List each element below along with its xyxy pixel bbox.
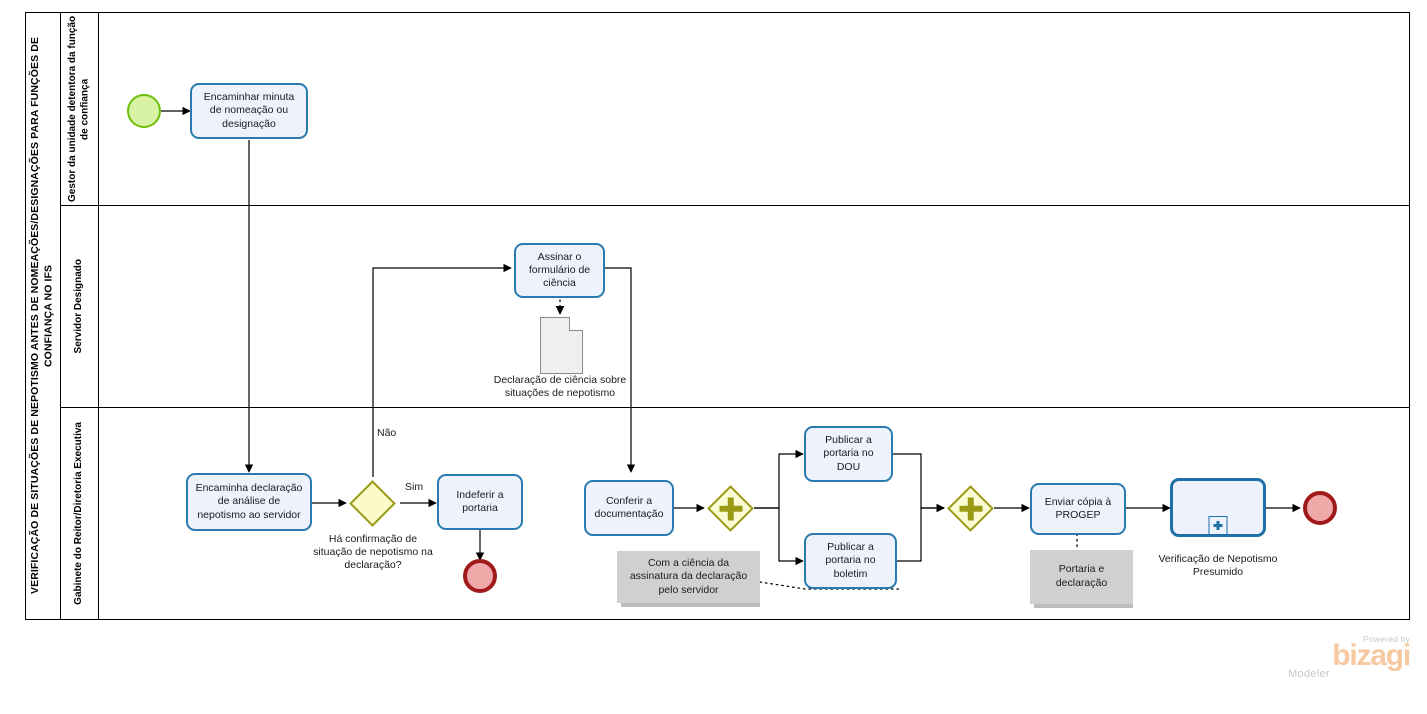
flow-label-sim: Sim (405, 481, 424, 493)
lane-title-gestor: Gestor da unidade detentora da função de… (61, 13, 99, 206)
task-enviar-copia-progep[interactable]: Enviar cópia à PROGEP (1030, 483, 1126, 535)
subprocess-verificacao-nepotismo[interactable] (1170, 478, 1266, 537)
annotation-ciencia-label: Com a ciência da assinatura da declaraçã… (629, 556, 748, 596)
exclusive-gateway-confirmacao-label: Há confirmação de situação de nepotismo … (313, 533, 433, 572)
expand-subprocess-icon[interactable] (1208, 516, 1228, 535)
exclusive-gateway-shape (349, 480, 396, 527)
end-event-indeferido[interactable] (463, 559, 497, 593)
subprocess-verificacao-nepotismo-label: Verificação de Nepotismo Presumido (1158, 553, 1278, 579)
data-object-declaracao-label: Declaração de ciência sobre situações de… (493, 374, 627, 400)
task-assinar-formulario-label: Assinar o formulário de ciência (528, 250, 591, 290)
bizagi-watermark: Powered by bizagi Modeler (1280, 634, 1411, 680)
start-event[interactable] (127, 94, 161, 128)
lane-body-gestor (99, 13, 1409, 206)
task-conferir-documentacao-label: Conferir a documentação (594, 494, 664, 520)
lane-body-servidor (99, 206, 1409, 408)
parallel-gateway-join[interactable] (947, 485, 994, 532)
plus-icon-vertical (727, 497, 734, 520)
pool-title-label: VERIFICAÇÃO DE SITUAÇÕES DE NEPOTISMO AN… (29, 37, 55, 595)
pool-title: VERIFICAÇÃO DE SITUAÇÕES DE NEPOTISMO AN… (26, 13, 61, 619)
annotation-portaria[interactable]: Portaria e declaração (1030, 550, 1133, 604)
exclusive-gateway-confirmacao[interactable] (349, 480, 396, 527)
parallel-gateway-split[interactable] (707, 485, 754, 532)
task-encaminhar-minuta[interactable]: Encaminhar minuta de nomeação ou designa… (190, 83, 308, 139)
document-fold-icon (569, 317, 583, 331)
task-indeferir-portaria-label: Indeferir a portaria (456, 488, 504, 514)
plus-icon-vertical (967, 497, 974, 520)
lane-label-gabinete: Gabinete do Reitor/Diretoria Executiva (73, 422, 85, 605)
task-conferir-documentacao[interactable]: Conferir a documentação (584, 480, 674, 536)
task-assinar-formulario[interactable]: Assinar o formulário de ciência (514, 243, 605, 298)
task-publicar-dou[interactable]: Publicar a portaria no DOU (804, 426, 893, 482)
watermark-powered-by: Powered by (1363, 634, 1410, 644)
flow-label-nao: Não (377, 427, 397, 439)
lane-label-servidor: Servidor Designado (73, 259, 85, 354)
lane-title-servidor: Servidor Designado (61, 206, 99, 408)
lane-label-gestor: Gestor da unidade detentora da função de… (67, 15, 91, 203)
task-publicar-dou-label: Publicar a portaria no DOU (823, 434, 874, 473)
task-publicar-boletim-label: Publicar a portaria no boletim (825, 541, 876, 580)
watermark-brand: bizagi (1332, 639, 1411, 672)
task-enviar-copia-progep-label: Enviar cópia à PROGEP (1044, 495, 1112, 521)
data-object-declaracao[interactable] (540, 317, 583, 374)
annotation-ciencia[interactable]: Com a ciência da assinatura da declaraçã… (617, 551, 760, 603)
annotation-portaria-label: Portaria e declaração (1055, 563, 1108, 589)
lane-title-gabinete: Gabinete do Reitor/Diretoria Executiva (61, 408, 99, 619)
end-event-final[interactable] (1303, 491, 1337, 525)
task-publicar-boletim[interactable]: Publicar a portaria no boletim (804, 533, 897, 589)
task-indeferir-portaria[interactable]: Indeferir a portaria (437, 474, 523, 530)
watermark-product: Modeler (1288, 667, 1330, 680)
task-encaminhar-minuta-label: Encaminhar minuta de nomeação ou designa… (203, 91, 295, 130)
task-encaminha-declaracao-label: Encaminha declaração de análise de nepot… (195, 482, 303, 521)
task-encaminha-declaracao[interactable]: Encaminha declaração de análise de nepot… (186, 473, 312, 531)
